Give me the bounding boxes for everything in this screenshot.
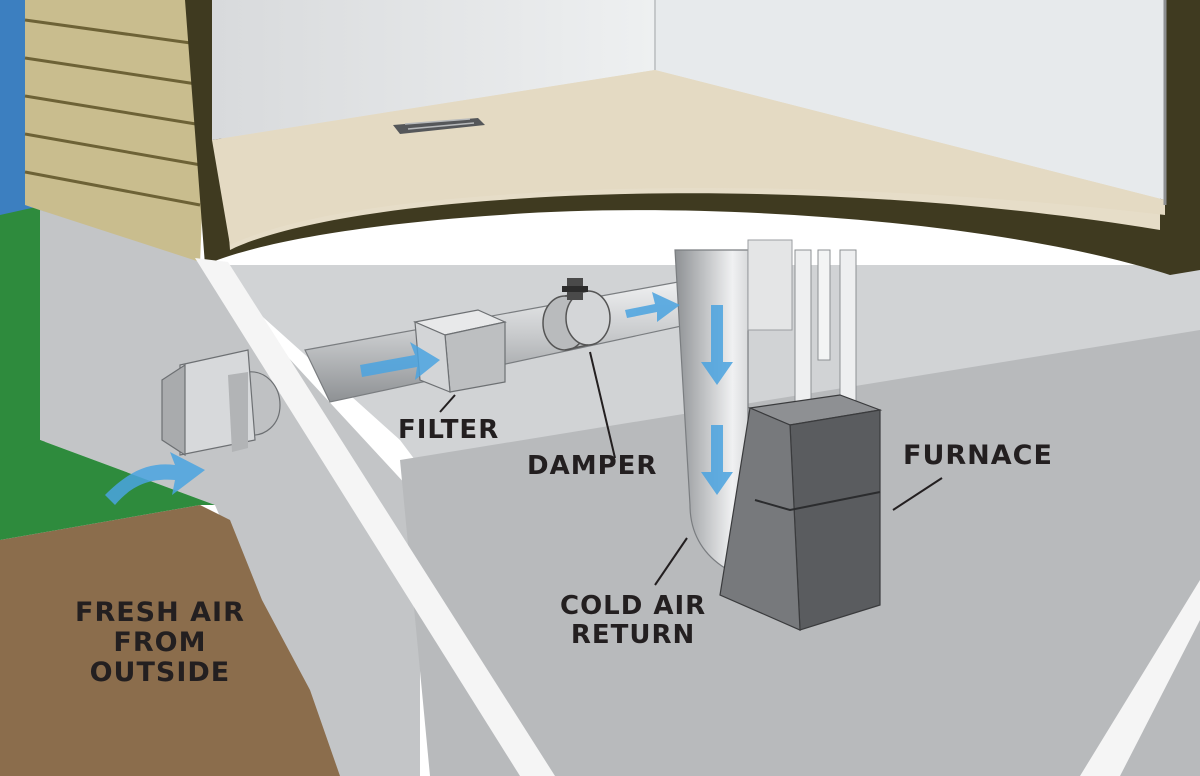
label-fresh-air-from-outside: FRESH AIR FROM OUTSIDE	[75, 597, 245, 689]
label-furnace: FURNACE	[903, 440, 1053, 471]
label-fresh-air-line-3: OUTSIDE	[89, 657, 231, 689]
airflow-arrow-duct-2	[625, 292, 680, 322]
leader-lines	[439, 351, 943, 586]
airflow-arrow-intake	[105, 452, 205, 505]
floor-register-vent	[393, 118, 485, 134]
upper-room	[185, 0, 1200, 275]
damper	[542, 278, 611, 351]
airflow-arrow-down-1	[701, 305, 733, 385]
airflow-arrows	[105, 292, 733, 505]
label-cold-air-return: COLD AIR RETURN	[560, 591, 707, 651]
foundation-edge	[195, 258, 555, 776]
label-cold-air-return-line-1: COLD AIR	[560, 591, 707, 621]
label-fresh-air-line-2: FROM	[113, 627, 207, 659]
furnace	[719, 394, 883, 631]
label-fresh-air-line-1: FRESH AIR	[75, 597, 245, 628]
furnace-pipes	[794, 249, 857, 416]
airflow-arrow-duct-1	[360, 342, 440, 380]
label-filter: FILTER	[398, 415, 500, 445]
damper-leader	[589, 351, 616, 459]
furnace-leader	[892, 477, 943, 511]
siding	[24, 0, 210, 265]
label-damper: DAMPER	[527, 451, 658, 481]
exterior-intake-hood	[161, 349, 281, 457]
label-cold-air-return-line-2: RETURN	[570, 620, 696, 651]
filter-leader	[439, 394, 456, 413]
dirt	[0, 505, 340, 776]
foundation-edge-right	[1080, 580, 1200, 776]
airflow-arrow-down-2	[701, 425, 733, 495]
filter-box	[412, 309, 507, 393]
basement-left-wall	[40, 210, 420, 776]
cold-air-return-leader	[654, 537, 688, 586]
